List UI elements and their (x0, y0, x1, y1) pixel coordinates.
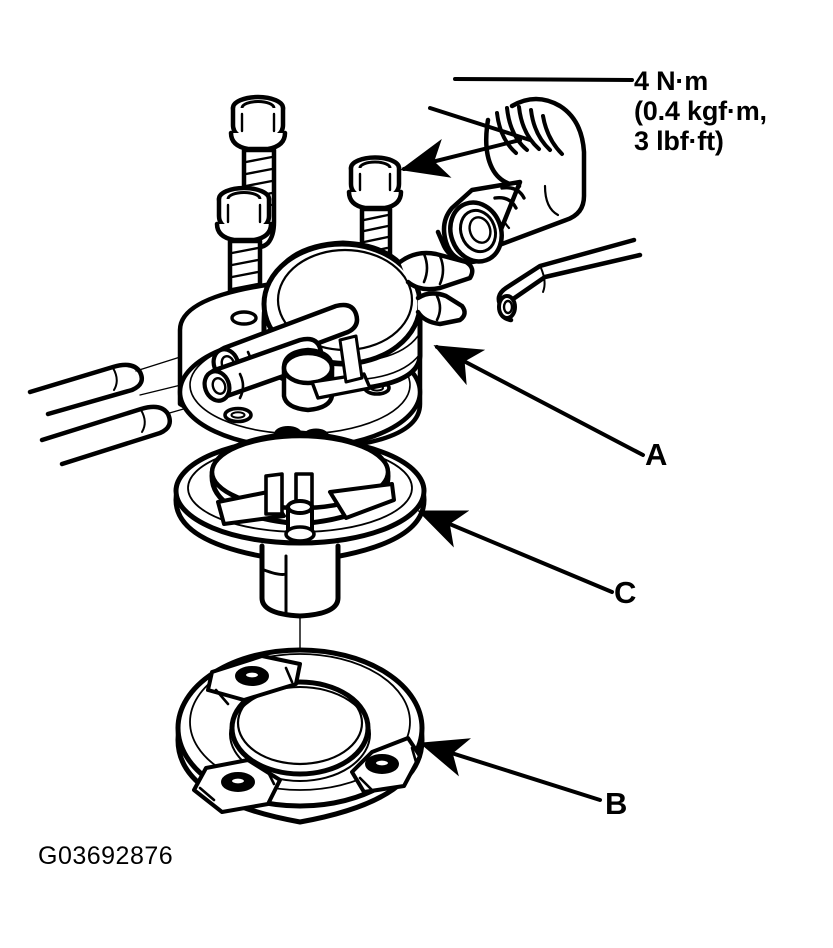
torque-leader-upper (453, 77, 634, 82)
callout-label-a: A (645, 437, 668, 472)
leader-lines (400, 77, 645, 802)
torque-leader-lower (428, 106, 532, 142)
torque-specification-label: 4 N·m (0.4 kgf·m, 3 lbf·ft) (634, 66, 767, 157)
torque-arrow-to-bolt (400, 138, 522, 178)
electrical-connector-tube (496, 237, 643, 323)
leader-a (433, 345, 645, 457)
leader-c (417, 510, 614, 594)
callout-label-c: C (614, 575, 637, 610)
base-flange (175, 647, 425, 825)
fuel-hose-lower (39, 404, 172, 467)
fuel-pump-assembly (177, 240, 475, 451)
callout-label-b: B (605, 786, 628, 821)
pump-spacer-ring (173, 430, 427, 701)
fuel-hose-upper (27, 362, 144, 417)
leader-b (419, 738, 602, 802)
elbow-hose-connector (435, 96, 587, 265)
figure-code: G03692876 (38, 842, 174, 870)
